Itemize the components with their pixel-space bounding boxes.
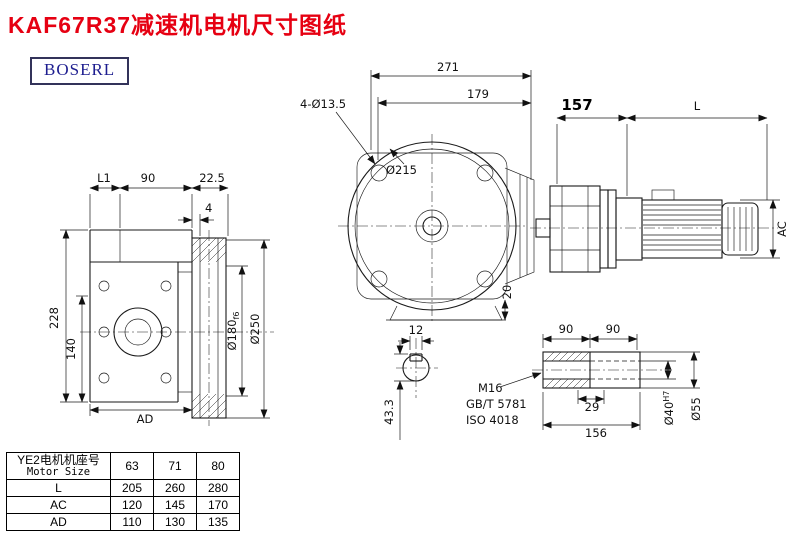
row-L-val-0: 205 (110, 478, 154, 497)
row-AD-val-1: 130 (153, 512, 197, 531)
dim-156-label: 156 (585, 426, 607, 440)
page-title: KAF67R37减速机电机尺寸图纸 (8, 12, 348, 38)
col-71: 71 (153, 452, 197, 480)
motor-size-header-cell: YE2电机机座号 Motor Size (6, 452, 111, 480)
motor-side-view: 157 L AC (530, 96, 789, 273)
bolt-holes-label: 4-Ø13.5 (300, 97, 346, 111)
row-AC-val-1: 145 (153, 495, 197, 514)
row-AD-val-2: 135 (196, 512, 240, 531)
dim-AD-label: AD (137, 412, 154, 426)
table-row: AC 120 145 170 (6, 495, 240, 514)
dia-40-label: Ø40H7 (662, 391, 676, 426)
dim-22-5-label: 22.5 (199, 171, 225, 185)
col-63: 63 (110, 452, 154, 480)
dim-20-label: 20 (500, 285, 514, 300)
dim-179-label: 179 (467, 87, 489, 101)
dim-L1-label: L1 (97, 171, 111, 185)
dim-12-label: 12 (409, 323, 424, 337)
dim-90-label: 90 (141, 171, 156, 185)
row-L-val-2: 280 (196, 478, 240, 497)
row-AC-val-0: 120 (110, 495, 154, 514)
row-L-val-1: 260 (153, 478, 197, 497)
motor-size-table: YE2电机机座号 Motor Size 63 71 80 L 205 260 2… (6, 452, 240, 531)
standard-iso-label: ISO 4018 (466, 413, 519, 427)
dim-4-label: 4 (205, 201, 212, 215)
hollow-shaft-view: 90 90 M16 GB/T 5781 ISO 4018 29 156 Ø40H… (466, 322, 703, 440)
header-cn: YE2电机机座号 (17, 453, 100, 467)
dim-L-label: L (694, 99, 701, 113)
left-side-view: L1 90 22.5 4 228 140 AD Ø180f6 Ø250 (47, 171, 274, 426)
row-AD-label: AD (6, 512, 111, 531)
dim-228-label: 228 (47, 307, 61, 329)
dia-180-label: Ø180f6 (225, 312, 241, 351)
header-en: Motor Size (26, 465, 91, 478)
dia-250-label: Ø250 (248, 313, 262, 344)
col-80: 80 (196, 452, 240, 480)
table-row: AD 110 130 135 (6, 512, 240, 531)
row-L-label: L (6, 478, 111, 497)
dim-90a-label: 90 (559, 322, 574, 336)
brand-logo: BOSERL (30, 57, 130, 85)
dim-157-label: 157 (561, 96, 592, 114)
dim-271-label: 271 (437, 60, 459, 74)
table-row: YE2电机机座号 Motor Size 63 71 80 (6, 452, 240, 480)
dim-AC-label: AC (775, 221, 789, 237)
dim-90b-label: 90 (606, 322, 621, 336)
dim-43-3-label: 43.3 (382, 399, 396, 425)
row-AD-val-0: 110 (110, 512, 154, 531)
dia-55-label: Ø55 (689, 397, 703, 421)
thread-label: M16 (478, 381, 503, 395)
front-view: 271 179 4-Ø13.5 Ø215 20 (300, 60, 535, 322)
dim-29-label: 29 (585, 400, 600, 414)
row-AC-val-2: 170 (196, 495, 240, 514)
dim-140-label: 140 (64, 338, 78, 360)
standard-gbt-label: GB/T 5781 (466, 397, 527, 411)
row-AC-label: AC (6, 495, 111, 514)
shaft-section-view: 12 43.3 (382, 323, 438, 440)
flange-diameter-label: Ø215 (386, 163, 417, 177)
table-row: L 205 260 280 (6, 478, 240, 497)
